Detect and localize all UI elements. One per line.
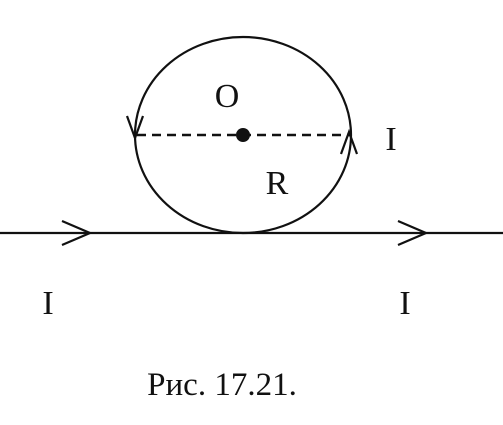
figure-caption: Рис. 17.21. [147,367,297,403]
wire-current-label-right: I [399,285,410,322]
center-label: O [215,78,240,115]
center-point [236,128,250,142]
wire-current-label-left: I [42,285,53,322]
loop-arrow-right [339,128,359,155]
loop-arrow-left [125,115,145,142]
loop-current-label: I [385,121,396,158]
wire-arrow-right [397,219,429,247]
wire-arrow-left [61,219,93,247]
radius-label: R [266,165,289,202]
